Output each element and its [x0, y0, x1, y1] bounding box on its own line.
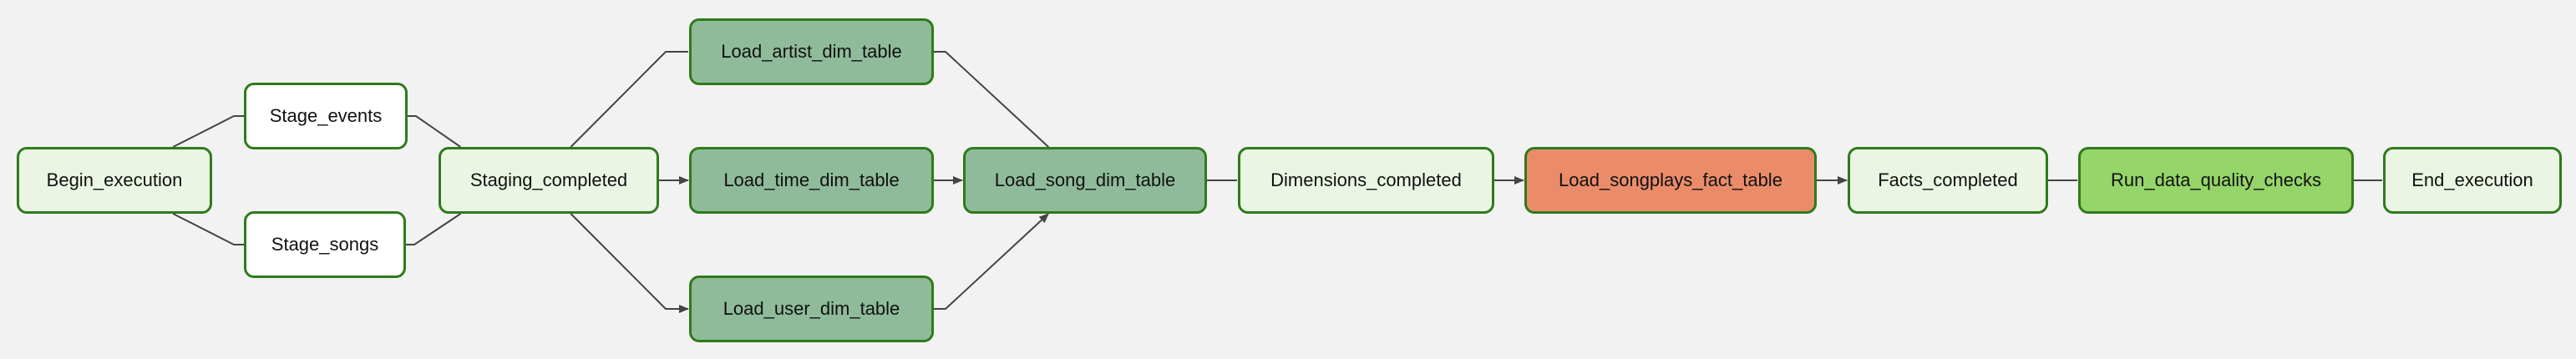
task-label: Begin_execution: [46, 169, 183, 190]
task-label: Dimensions_completed: [1270, 169, 1462, 190]
task-label: Load_artist_dim_table: [721, 41, 902, 62]
task-label: End_execution: [2411, 169, 2533, 190]
task-node-facts-completed[interactable]: Facts_completed: [1848, 147, 2048, 214]
task-node-load-time-dim-table[interactable]: Load_time_dim_table: [689, 147, 934, 214]
task-label: Load_songplays_fact_table: [1559, 169, 1782, 190]
task-node-load-user-dim-table[interactable]: Load_user_dim_table: [689, 276, 934, 342]
task-label: Load_time_dim_table: [723, 169, 900, 190]
edge-begin-execution-to-stage-events: [172, 115, 244, 148]
task-node-dimensions-completed[interactable]: Dimensions_completed: [1238, 147, 1494, 214]
task-label: Run_data_quality_checks: [2111, 169, 2321, 190]
task-node-load-song-dim-table[interactable]: Load_song_dim_table: [963, 147, 1207, 214]
task-label: Staging_completed: [469, 169, 628, 190]
task-label: Facts_completed: [1878, 169, 2018, 190]
task-node-stage-events[interactable]: Stage_events: [244, 83, 408, 149]
edge-stage-events-to-staging-completed: [408, 115, 461, 148]
task-node-staging-completed[interactable]: Staging_completed: [439, 147, 659, 214]
edge-begin-execution-to-stage-songs: [172, 213, 244, 245]
task-node-load-songplays-fact-table[interactable]: Load_songplays_fact_table: [1524, 147, 1817, 214]
edge-staging-completed-to-load-user-dim-table: [570, 213, 689, 313]
task-node-begin-execution[interactable]: Begin_execution: [17, 147, 212, 214]
task-label: Stage_events: [269, 105, 383, 126]
task-node-run-data-quality-checks[interactable]: Run_data_quality_checks: [2078, 147, 2354, 214]
edge-load-user-dim-table-to-load-song-dim-table: [934, 213, 1049, 310]
task-label: Stage_songs: [271, 234, 379, 255]
edge-stage-songs-to-staging-completed: [406, 213, 461, 245]
task-node-end-execution[interactable]: End_execution: [2383, 147, 2562, 214]
task-label: Load_user_dim_table: [723, 298, 900, 319]
task-label: Load_song_dim_table: [994, 169, 1176, 190]
task-node-stage-songs[interactable]: Stage_songs: [244, 211, 406, 278]
task-node-load-artist-dim-table[interactable]: Load_artist_dim_table: [689, 18, 934, 85]
edge-load-artist-dim-table-to-load-song-dim-table: [934, 51, 1049, 148]
edge-staging-completed-to-load-artist-dim-table: [570, 51, 688, 148]
